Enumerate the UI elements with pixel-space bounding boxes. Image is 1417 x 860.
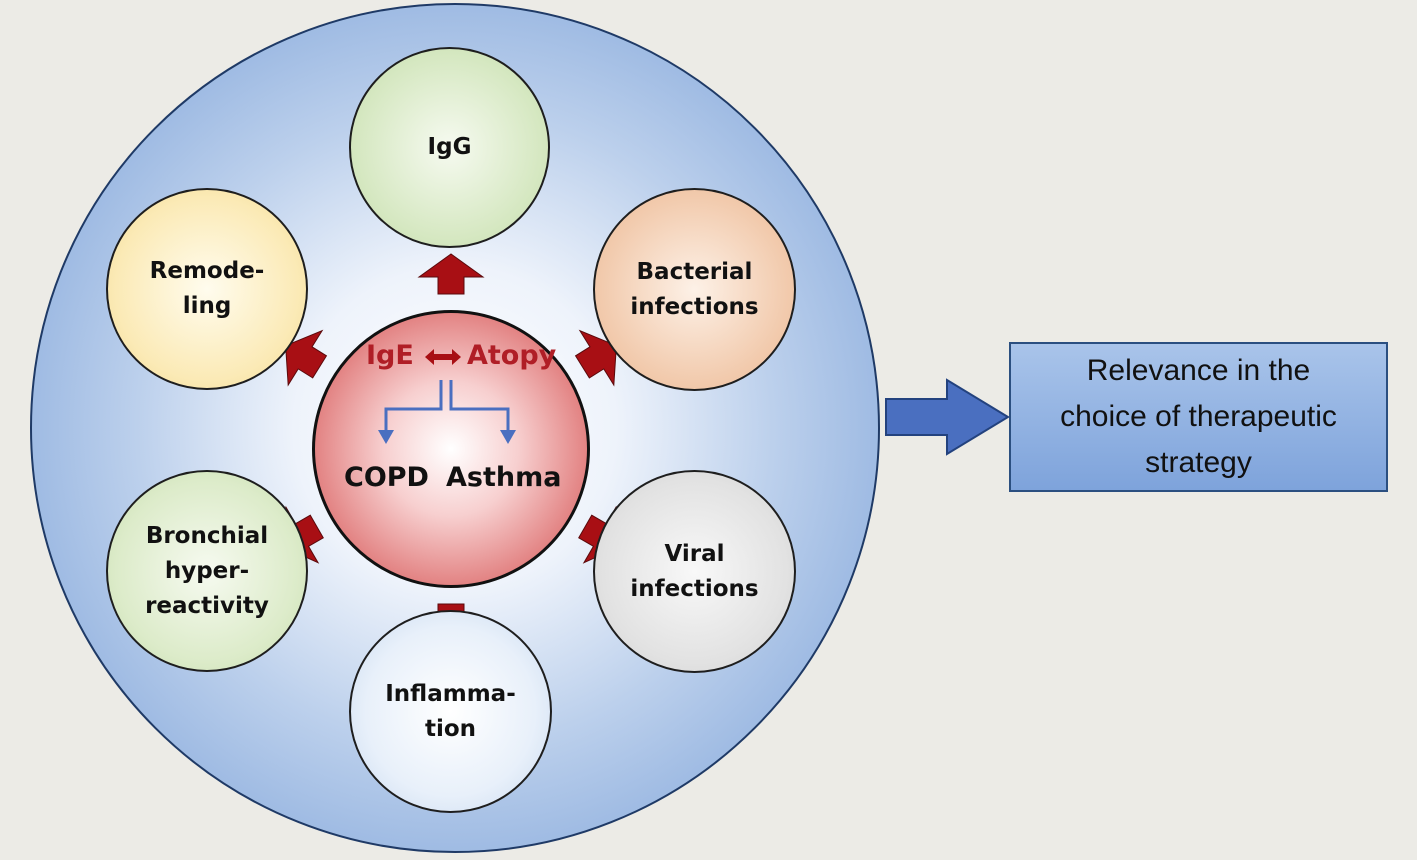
node-bacterial-line-2: infections — [630, 293, 759, 320]
branch-arrow-asthma — [500, 430, 516, 444]
node-inflammation-line-2: tion — [424, 715, 477, 742]
branch-arrow-copd — [378, 430, 394, 444]
node-bronchial-line-3: reactivity — [145, 592, 269, 619]
node-viral-line-1: Viral — [664, 540, 725, 567]
node-inflammation-line-1: Inflamma- — [385, 680, 516, 707]
outcome-box: Relevance in the choice of therapeutic s… — [1009, 342, 1388, 492]
branch-connector — [384, 380, 510, 432]
node-remodeling-line-2: ling — [182, 293, 232, 319]
outcome-line-1: Relevance in the — [1086, 354, 1311, 387]
outcome-line-3: strategy — [1145, 446, 1252, 479]
node-bacterial-infections: Bacterial infections — [593, 188, 796, 391]
outcome-line-2: choice of therapeutic — [1060, 400, 1337, 433]
label-copd: COPD — [344, 462, 429, 493]
arrow-to-bacterial — [574, 329, 617, 387]
radial-arrows — [281, 253, 621, 645]
ige-atopy-double-arrow — [425, 349, 461, 365]
label-atopy: Atopy — [467, 340, 557, 371]
node-remodeling: Remode- ling — [106, 188, 308, 390]
node-inflammation: Inflamma- tion — [349, 610, 552, 813]
arrow-to-remodeling — [285, 329, 328, 387]
outcome-arrow — [885, 378, 1010, 456]
node-viral-infections: Viral infections — [593, 470, 796, 673]
node-bronchial-hyperreactivity: Bronchial hyper- reactivity — [106, 470, 308, 672]
node-bacterial-line-1: Bacterial — [636, 258, 753, 285]
node-bronchial-line-1: Bronchial — [145, 522, 269, 549]
node-igg: IgG — [349, 47, 550, 248]
node-viral-line-2: infections — [630, 575, 759, 602]
arrow-to-igg — [417, 253, 485, 295]
node-igg-line-1: IgG — [427, 134, 472, 160]
label-asthma: Asthma — [446, 462, 562, 493]
node-bronchial-line-2: hyper- — [164, 557, 250, 584]
node-remodeling-line-1: Remode- — [149, 258, 265, 284]
label-ige: IgE — [366, 340, 414, 371]
